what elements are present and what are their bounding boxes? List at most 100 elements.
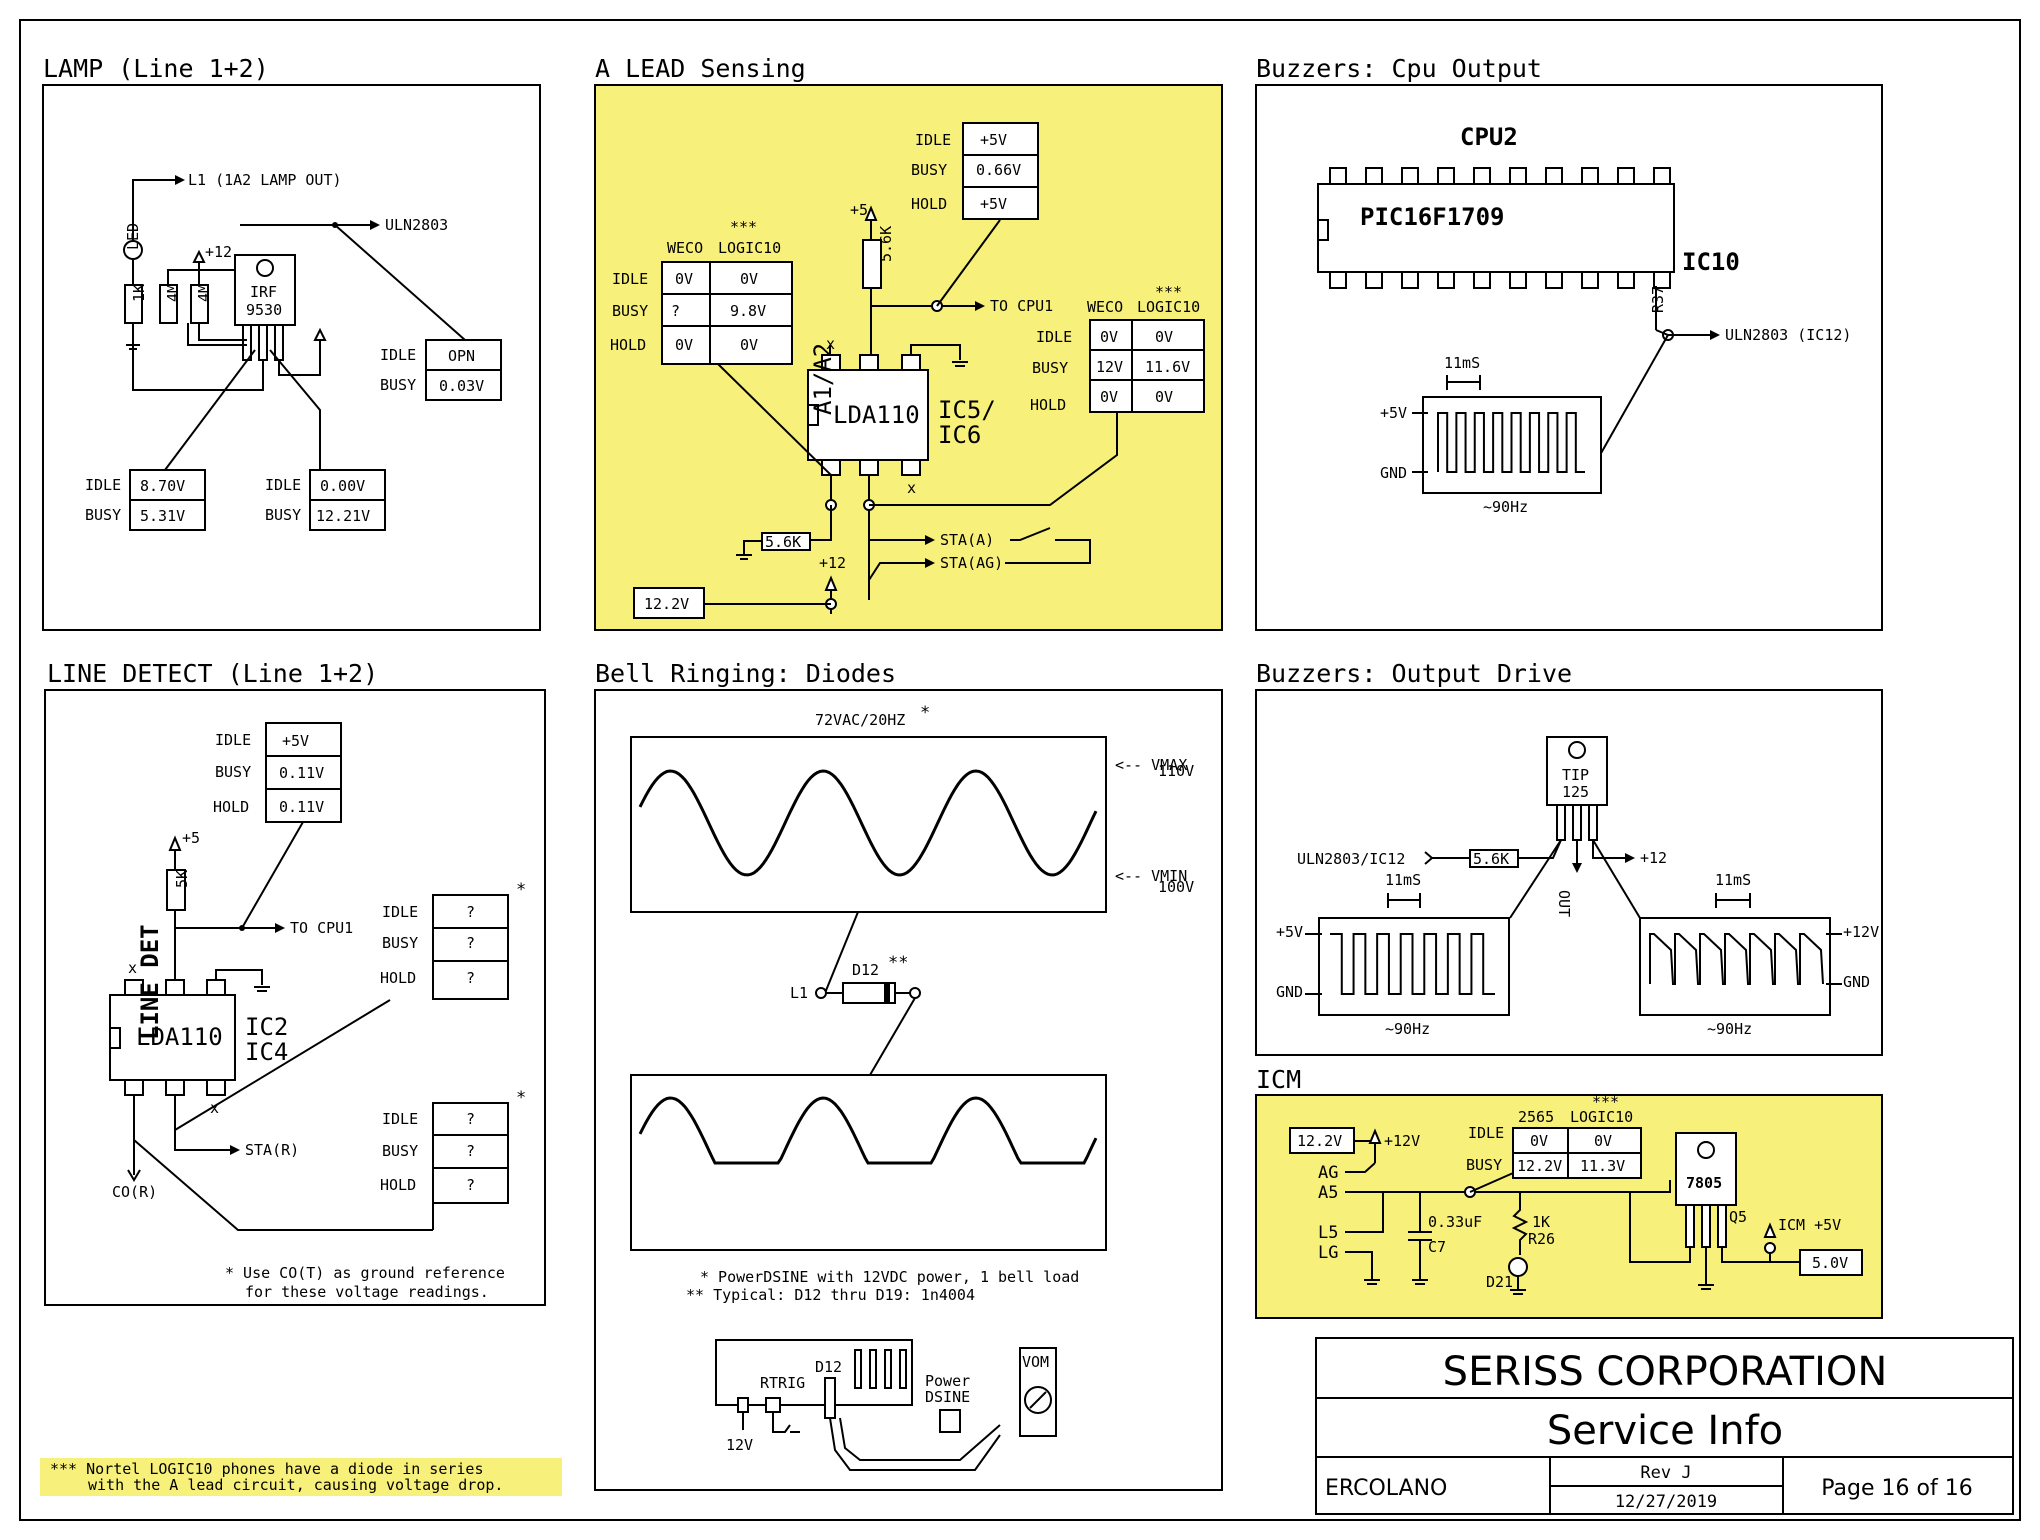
icm-q: Q5 (1729, 1208, 1747, 1226)
title-block: SERISS CORPORATION Service Info ERCOLANO… (1315, 1337, 2014, 1515)
bell-diode-label: D12 (852, 961, 879, 979)
bell-dsine-box (715, 1339, 913, 1406)
alead-plus12: +12 (819, 554, 846, 572)
alead-r-hdr-a: WECO (1087, 298, 1123, 316)
bell-power-b: DSINE (925, 1388, 970, 1406)
lamp-l1-label: L1 (1A2 LAMP OUT) (188, 171, 342, 189)
lamp-r1k-label: 1K (130, 284, 148, 302)
bell-d12-label: D12 (815, 1358, 842, 1376)
alead-sta-a: STA(A) (940, 531, 994, 549)
alead-r-busy-b: 11.6V (1145, 358, 1190, 376)
ld-side: LINE DET (136, 924, 164, 1040)
ld-q1-busy: BUSY (382, 934, 418, 952)
buzz-drive-panel: Buzzers: Output Drive TIP 125 ULN2803/IC… (1255, 659, 1883, 1056)
ld-q1-idle-val: ? (466, 903, 475, 921)
alead-l-hdr-b: LOGIC10 (718, 239, 781, 257)
alead-r56k-b-label: 5.6K (765, 533, 801, 551)
lamp-busy-label: BUSY (380, 376, 416, 394)
icm-d: D21 (1486, 1273, 1513, 1291)
alead-plus5: +5 (850, 201, 868, 219)
icm-stars: *** (1592, 1093, 1619, 1111)
ld-t-busy: BUSY (215, 763, 251, 781)
ld-ic-a: IC2 (245, 1013, 288, 1041)
alead-t-idle-val: +5V (980, 131, 1007, 149)
rev-date: 12/27/2019 (1615, 1492, 1717, 1512)
alead-sta-ag: STA(AG) (940, 554, 1003, 572)
buzz-cpu-uln: ULN2803 (IC12) (1725, 326, 1851, 344)
alead-r56k-a-label: 5.6K (877, 226, 895, 262)
lamp-l-busy-val: 5.31V (140, 507, 185, 525)
lamp-m-idle-val: 0.00V (320, 477, 365, 495)
lamp-m-busy-label: BUSY (265, 506, 301, 524)
sheet-title: Service Info (1547, 1408, 1783, 1454)
ld-x1: x (128, 959, 137, 977)
buzz-cpu-chip (1317, 183, 1675, 273)
icm-busy-a: 12.2V (1517, 1157, 1562, 1175)
icm-title: ICM (1256, 1065, 1301, 1094)
buzz-drive-tip-b: 125 (1562, 783, 1589, 801)
bell-v12: 12V (726, 1436, 753, 1454)
ld-t-hold-val: 0.11V (279, 798, 324, 816)
buzz-drive-freq-r: ~90Hz (1707, 1020, 1752, 1038)
icm-plus12: +12V (1384, 1132, 1420, 1150)
ld-note2: for these voltage readings. (245, 1283, 489, 1301)
alead-l-hdr-a: WECO (667, 239, 703, 257)
alead-l-idle: IDLE (612, 270, 648, 288)
icm-l5: L5 (1318, 1223, 1338, 1243)
bell-power-a: Power (925, 1372, 970, 1390)
buzz-drive-wave-l (1318, 917, 1510, 1016)
company-name: SERISS CORPORATION (1443, 1349, 1888, 1395)
alead-x1: x (826, 335, 835, 353)
ld-t-idle-val: +5V (282, 732, 309, 750)
icm-cap-b: C7 (1428, 1238, 1446, 1256)
alead-r-idle: IDLE (1036, 328, 1072, 346)
ld-q1-hold: HOLD (380, 969, 416, 987)
lamp-m-idle-label: IDLE (265, 476, 301, 494)
alead-l-busy: BUSY (612, 302, 648, 320)
icm-hdr-b: LOGIC10 (1570, 1108, 1633, 1126)
icm-res-b: R26 (1528, 1230, 1555, 1248)
buzz-drive-frame (1255, 689, 1883, 1056)
buzz-drive-v5: +5V (1276, 923, 1303, 941)
lamp-busy-val: 0.03V (439, 377, 484, 395)
buzz-drive-plus12: +12 (1640, 849, 1667, 867)
alead-title: A LEAD Sensing (595, 54, 806, 83)
buzz-cpu-panel: Buzzers: Cpu Output CPU2 PIC16F1709 IC10… (1255, 54, 1883, 631)
ld-note1: * Use CO(T) as ground reference (225, 1264, 505, 1282)
icm-lg: LG (1318, 1243, 1338, 1263)
bell-frame (594, 689, 1223, 1491)
alead-x2: x (907, 479, 916, 497)
bell-title: Bell Ringing: Diodes (595, 659, 896, 688)
bell-vmax-a: <-- VMAX (1115, 756, 1187, 774)
alead-r-busy: BUSY (1032, 359, 1068, 377)
ld-to-cpu: TO CPU1 (290, 919, 353, 937)
lamp-title: LAMP (Line 1+2) (43, 54, 269, 83)
icm-busy-b: 11.3V (1580, 1157, 1625, 1175)
ld-plus5: +5 (182, 829, 200, 847)
ld-q1-star: * (516, 880, 526, 900)
buzz-drive-gnd-l: GND (1276, 983, 1303, 1001)
alead-r-idle-a: 0V (1100, 328, 1118, 346)
icm-v5: 5.0V (1812, 1254, 1848, 1272)
alead-ic-b: IC6 (938, 421, 981, 449)
ld-q2-busy: BUSY (382, 1142, 418, 1160)
lamp-led-label: LED (124, 223, 142, 250)
bell-panel: Bell Ringing: Diodes 72VAC/20HZ * <-- VM… (594, 659, 1223, 1491)
alead-chip (807, 369, 929, 461)
icm-idle-a: 0V (1530, 1132, 1548, 1150)
page-number: Page 16 of 16 (1821, 1476, 1972, 1501)
buzz-cpu-cpu: CPU2 (1460, 123, 1518, 151)
buzz-drive-v12: +12V (1843, 923, 1879, 941)
ld-x2: x (210, 1099, 219, 1117)
alead-r-hold: HOLD (1030, 396, 1066, 414)
ld-q2-idle-val: ? (466, 1110, 475, 1128)
bell-wave-title: 72VAC/20HZ (815, 711, 905, 729)
alead-r-idle-b: 0V (1155, 328, 1173, 346)
lamp-idle-label: IDLE (380, 346, 416, 364)
alead-r-hold-b: 0V (1155, 388, 1173, 406)
alead-t-idle: IDLE (915, 131, 951, 149)
alead-t-busy-val: 0.66V (976, 161, 1021, 179)
bell-l1: L1 (790, 984, 808, 1002)
buzz-drive-period-l: 11mS (1385, 871, 1421, 889)
